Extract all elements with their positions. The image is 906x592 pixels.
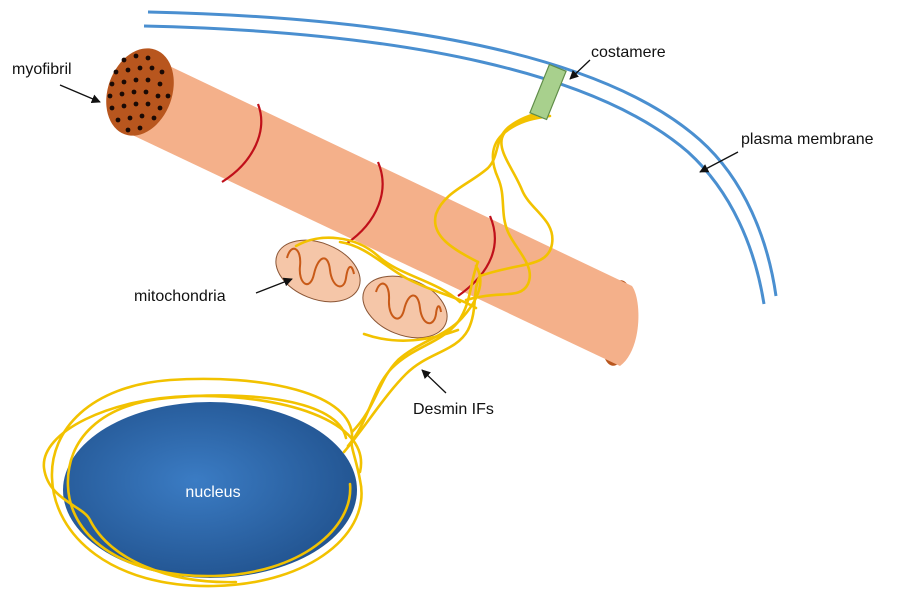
desmin-arrow: [422, 370, 446, 393]
costamere-label: costamere: [591, 44, 666, 61]
plasma-membrane-label: plasma membrane: [741, 131, 874, 148]
costamere: [530, 65, 566, 120]
nucleus-label: nucleus: [185, 484, 240, 501]
myofibril-arrow: [60, 85, 100, 102]
myofibril-label: myofibril: [12, 61, 72, 78]
costamere-block: [530, 65, 566, 120]
desmin-label: Desmin IFs: [413, 401, 494, 418]
plasma-membrane-arrow: [700, 152, 738, 172]
mitochondria-arrow: [256, 279, 292, 293]
mitochondria-label: mitochondria: [134, 288, 226, 305]
